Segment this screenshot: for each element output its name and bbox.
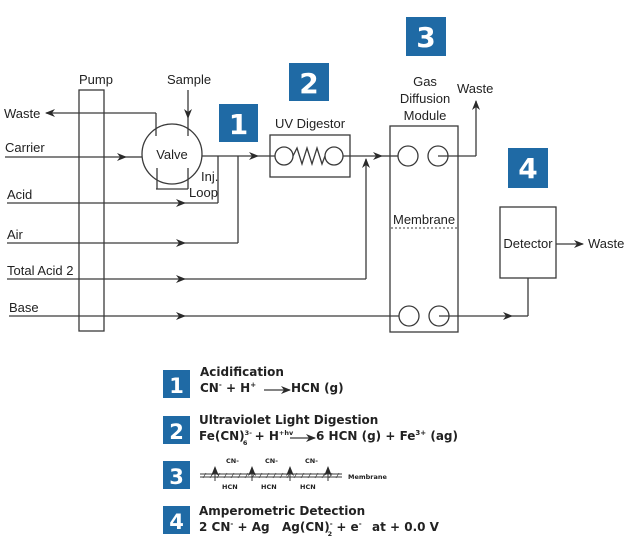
gdm-port-bl <box>398 305 420 327</box>
legend-product: Ag(CN)-2 + e- <box>282 520 362 538</box>
gdm-label-1: Gas <box>413 74 437 89</box>
valve-label: Valve <box>156 147 188 162</box>
legend-badge <box>163 416 190 444</box>
gdm-box <box>389 125 459 333</box>
cn-label: CN- <box>305 457 318 465</box>
legend-potential: at + 0.0 V <box>372 520 440 534</box>
hcn-label: HCN <box>222 483 238 491</box>
step-number: 3 <box>416 21 435 54</box>
gdm-label-2: Diffusion <box>400 91 450 106</box>
membrane-caption: Membrane <box>348 473 388 481</box>
legend-badge <box>163 506 190 534</box>
air-label: Air <box>7 227 24 242</box>
valve-circle <box>141 123 203 185</box>
pump-box <box>78 89 105 332</box>
legend-item-2: 2 Ultraviolet Light Digestion Fe(CN)3-6 … <box>163 413 458 447</box>
legend-product: 6 HCN (g) + Fe3+ (ag) <box>316 429 458 443</box>
gdm-label-3: Module <box>404 108 447 123</box>
legend-equation: CN- + H+ <box>200 381 256 395</box>
hcn-label: HCN <box>261 483 277 491</box>
legend-badge <box>163 461 190 489</box>
legend-product: HCN (g) <box>291 381 344 395</box>
sample-label: Sample <box>167 72 211 87</box>
uv-coil <box>292 145 326 167</box>
legend-title: Acidification <box>200 365 284 379</box>
step-number: 2 <box>299 67 318 100</box>
cn-label: CN- <box>265 457 278 465</box>
legend-item-3: 3 CN- CN- CN- HCN HCN HCN Membrane <box>163 457 388 491</box>
step-badge-4: 4 <box>508 148 548 188</box>
step-number: 4 <box>518 152 537 185</box>
inj-label: Inj. <box>201 169 218 184</box>
step-badge-2: 2 <box>289 63 329 101</box>
total-acid-2-label: Total Acid 2 <box>7 263 74 278</box>
legend-number: 2 <box>169 420 184 444</box>
legend-title: Amperometric Detection <box>199 504 365 518</box>
legend-number: 1 <box>169 374 184 398</box>
waste-label-left: Waste <box>4 106 40 121</box>
legend-equation: 2 CN- + Ag <box>199 520 270 534</box>
uv-coil-out <box>324 146 344 166</box>
uv-digestor-label: UV Digestor <box>275 116 346 131</box>
gdm-waste-label: Waste <box>457 81 493 96</box>
legend-badge <box>163 370 190 398</box>
legend-title: Ultraviolet Light Digestion <box>199 413 378 427</box>
loop-label: Loop <box>189 185 218 200</box>
detector-waste-label: Waste <box>588 236 624 251</box>
step-badge-1: 1 <box>219 104 258 142</box>
cn-label: CN- <box>226 457 239 465</box>
legend-item-4: 4 Amperometric Detection 2 CN- + Ag Ag(C… <box>163 504 440 538</box>
detector-label: Detector <box>503 236 553 251</box>
hcn-label: HCN <box>300 483 316 491</box>
membrane-label: Membrane <box>393 212 455 227</box>
base-label: Base <box>9 300 39 315</box>
legend-item-1: 1 Acidification CN- + H+ HCN (g) <box>163 365 344 398</box>
step-number: 1 <box>229 108 248 141</box>
membrane-schematic <box>200 466 342 481</box>
carrier-label: Carrier <box>5 140 45 155</box>
uv-coil-in <box>274 146 294 166</box>
detector-box <box>499 206 557 279</box>
gdm-port-tl <box>397 145 419 167</box>
legend-number: 4 <box>169 510 184 534</box>
legend-equation: Fe(CN)3-6 + H+hv <box>199 429 294 447</box>
pump-label: Pump <box>79 72 113 87</box>
legend-number: 3 <box>169 465 184 489</box>
step-badge-3: 3 <box>406 17 446 56</box>
acid-label: Acid <box>7 187 32 202</box>
